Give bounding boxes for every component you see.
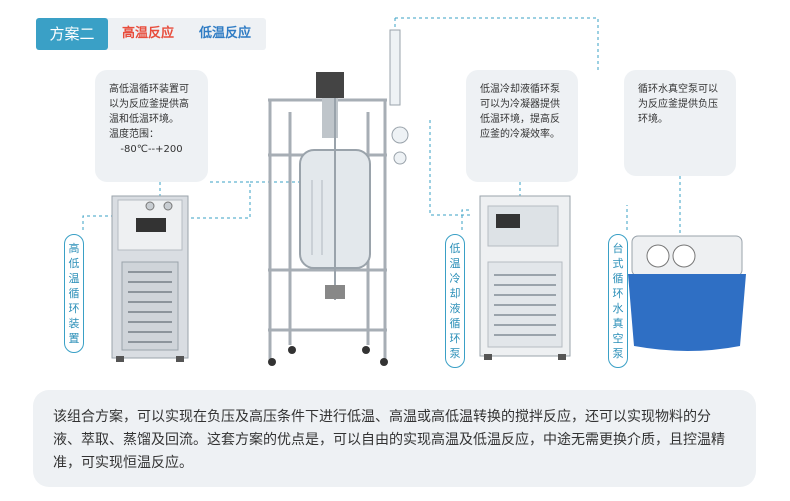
circulator-label: 高低温循环装置: [64, 234, 84, 353]
label-char: 液: [449, 302, 461, 315]
temp-range-title: 温度范围：: [109, 129, 159, 140]
label-char: 真: [612, 317, 624, 330]
vacuum-callout: 循环水真空泵可以为反应釜提供负压环境。: [624, 70, 736, 176]
circulator-callout: 高低温循环装置可以为反应釜提供高温和低温环境。 温度范围： -80℃--+200: [95, 70, 208, 182]
label-char: 环: [449, 332, 461, 345]
label-char: 空: [612, 332, 624, 345]
scheme-header: 方案二 高温反应 低温反应: [36, 18, 266, 50]
label-char: 式: [612, 257, 624, 270]
scheme-description: 该组合方案，可以实现在负压及高压条件下进行低温、高温或高低温转换的搅拌反应，还可…: [33, 390, 756, 487]
label-char: 置: [68, 332, 80, 345]
chiller-callout-text: 低温冷却液循环泵可以为冷凝器提供低温环境，提高反应釜的冷凝效率。: [480, 84, 560, 140]
circulator-callout-text: 高低温循环装置可以为反应釜提供高温和低温环境。: [109, 84, 189, 125]
label-char: 环: [68, 302, 80, 315]
label-char: 低: [68, 257, 80, 270]
label-char: 循: [68, 287, 80, 300]
temp-range-value: -80℃--+200: [120, 144, 183, 155]
vacuum-pump-label: 台式循环水真空泵: [608, 234, 628, 368]
chiller-label: 低温冷却液循环泵: [445, 234, 465, 368]
label-char: 高: [68, 242, 80, 255]
label-char: 温: [68, 272, 80, 285]
vacuum-pump-unit: [628, 235, 746, 351]
label-char: 环: [612, 287, 624, 300]
label-char: 却: [449, 287, 461, 300]
circulator-unit: [111, 195, 189, 362]
connector-lines: [82, 17, 681, 240]
low-temp-tag: 低温反应: [199, 26, 252, 41]
reactor-unit: [268, 29, 409, 366]
label-char: 温: [449, 257, 461, 270]
vacuum-callout-text: 循环水真空泵可以为反应釜提供负压环境。: [638, 84, 718, 125]
label-char: 泵: [612, 347, 624, 360]
high-temp-tag: 高温反应: [122, 26, 175, 41]
chiller-callout: 低温冷却液循环泵可以为冷凝器提供低温环境，提高反应釜的冷凝效率。: [466, 70, 578, 182]
label-char: 低: [449, 242, 461, 255]
label-char: 循: [612, 272, 624, 285]
label-char: 装: [68, 317, 80, 330]
label-char: 冷: [449, 272, 461, 285]
label-char: 台: [612, 242, 624, 255]
chiller-unit: [479, 195, 571, 360]
label-char: 水: [612, 302, 624, 315]
label-char: 泵: [449, 347, 461, 360]
label-char: 循: [449, 317, 461, 330]
scheme-badge: 方案二: [36, 18, 108, 50]
